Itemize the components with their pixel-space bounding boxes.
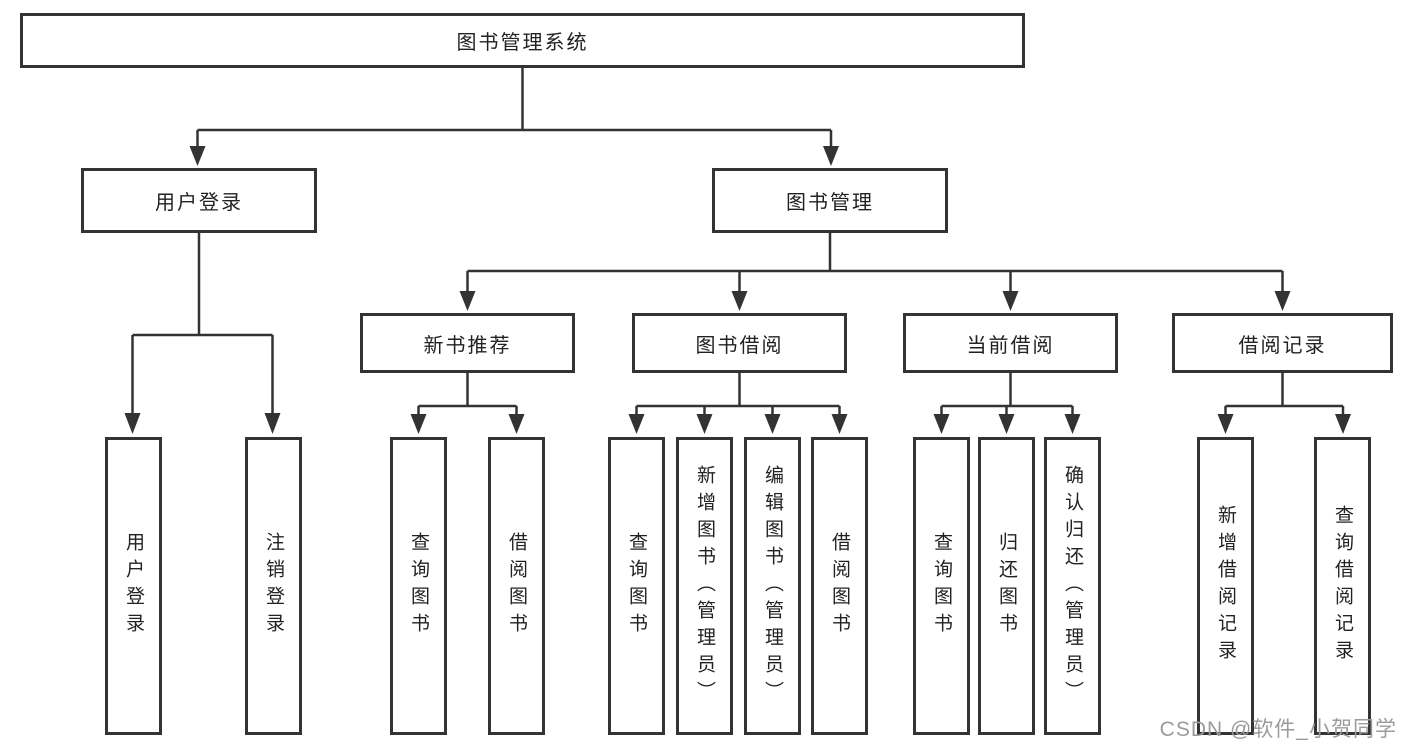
leaf-borrow-add-books-admin: 新增图书（管理员） — [676, 437, 733, 735]
leaf-records-add-record: 新增借阅记录 — [1197, 437, 1254, 735]
leaf-borrow-query-books: 查询图书 — [608, 437, 665, 735]
leaf-user-login: 用户登录 — [105, 437, 162, 735]
node-user-login-branch: 用户登录 — [81, 168, 317, 233]
leaf-current-query-books: 查询图书 — [913, 437, 970, 735]
node-book-borrowing: 图书借阅 — [632, 313, 847, 373]
node-book-management-branch: 图书管理 — [712, 168, 948, 233]
leaf-newbook-borrow-books: 借阅图书 — [488, 437, 545, 735]
node-current-borrowing: 当前借阅 — [903, 313, 1118, 373]
node-new-book-recommendation: 新书推荐 — [360, 313, 575, 373]
node-label: 图书管理系统 — [456, 32, 589, 54]
node-label: 新书推荐 — [423, 334, 512, 357]
node-label: 图书借阅 — [695, 334, 784, 357]
leaf-logout: 注销登录 — [245, 437, 302, 735]
node-label: 图书管理 — [786, 192, 874, 214]
node-label: 当前借阅 — [966, 334, 1055, 357]
leaf-borrow-edit-books-admin: 编辑图书（管理员） — [744, 437, 801, 735]
node-library-management-system: 图书管理系统 — [20, 13, 1025, 68]
leaf-current-confirm-return-admin: 确认归还（管理员） — [1044, 437, 1101, 735]
leaf-records-query-record: 查询借阅记录 — [1314, 437, 1371, 735]
node-label: 用户登录 — [155, 192, 243, 214]
node-label: 借阅记录 — [1238, 334, 1327, 357]
leaf-borrow-borrow-books: 借阅图书 — [811, 437, 868, 735]
csdn-watermark: CSDN @软件_小贺同学 — [1159, 718, 1397, 741]
leaf-newbook-query-books: 查询图书 — [390, 437, 447, 735]
node-borrowing-records: 借阅记录 — [1172, 313, 1393, 373]
leaf-current-return-books: 归还图书 — [978, 437, 1035, 735]
